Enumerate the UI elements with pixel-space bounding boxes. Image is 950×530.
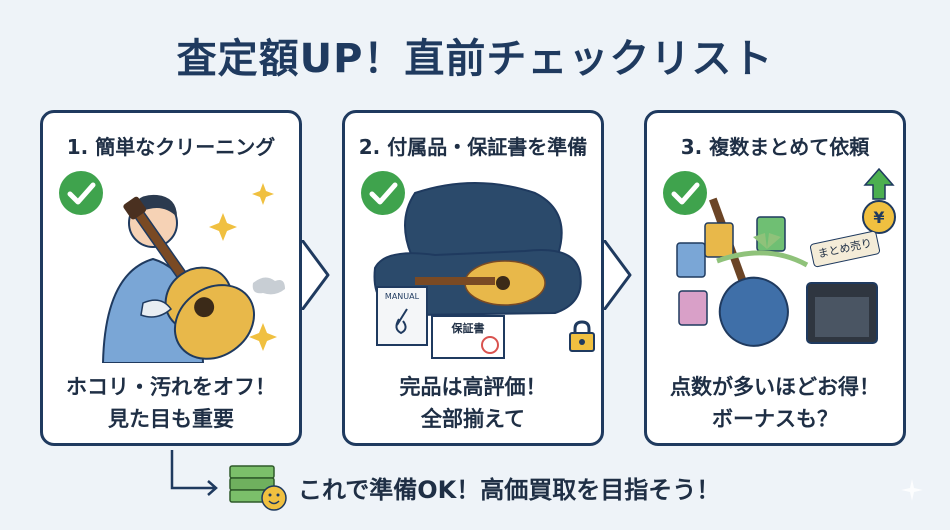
check-icon (59, 171, 103, 215)
card-accessories: 2. 付属品・保証書を準備 MANUAL 保証書 完品は高評価！ 全部揃えて (342, 110, 604, 446)
caption-line-2: 全部揃えて (421, 407, 525, 431)
caption-line-2: ボーナスも？ (712, 407, 838, 431)
card-caption: 点数が多いほどお得！ ボーナスも？ (647, 371, 903, 435)
card-title: 2. 付属品・保証書を準備 (358, 135, 588, 159)
lock-icon (569, 320, 595, 352)
caption-line-1: ホコリ・汚れをオフ！ (66, 375, 276, 399)
check-icon (361, 171, 405, 215)
sparkle-icon (209, 183, 277, 351)
smiley-icon (261, 485, 287, 511)
manual-label: MANUAL (385, 292, 420, 301)
seal-icon (481, 336, 499, 354)
card-bundle: 3. 複数まとめて依頼 ¥ まとめ売り 点数が多いほどお得！ ボーナスも？ (644, 110, 906, 446)
check-icon (663, 171, 707, 215)
card-title: 3. 複数まとめて依頼 (680, 135, 870, 159)
arrow-right-icon (302, 240, 330, 310)
manual-icon: MANUAL (376, 286, 428, 346)
yen-symbol: ¥ (873, 208, 884, 227)
caption-line-1: 点数が多いほどお得！ (670, 375, 880, 399)
warranty-card: 保証書 (431, 315, 505, 359)
card-caption: 完品は高評価！ 全部揃えて (345, 371, 601, 435)
money-icon (229, 465, 287, 511)
yen-coin-icon: ¥ (862, 167, 896, 234)
sparkle-icon (901, 479, 923, 501)
bundle-illustration (676, 197, 878, 347)
card-cleaning: 1. 簡単なクリーニング ホコリ・汚れをオフ！ 見た目も重要 (40, 110, 302, 446)
caption-line-1: 完品は高評価！ (399, 375, 547, 399)
arrow-right-icon (170, 450, 218, 496)
page-title: 査定額UP！直前チェックリスト (176, 36, 774, 82)
warranty-label: 保証書 (451, 322, 485, 335)
caption-line-2: 見た目も重要 (108, 407, 234, 431)
card-title: 1. 簡単なクリーニング (66, 135, 276, 159)
cleaning-illustration (101, 183, 285, 363)
footer-message: これで準備OK！高価買取を目指そう！ (298, 476, 721, 504)
up-arrow-icon (863, 167, 895, 200)
arrow-right-icon (604, 240, 632, 310)
card-caption: ホコリ・汚れをオフ！ 見た目も重要 (43, 371, 299, 435)
